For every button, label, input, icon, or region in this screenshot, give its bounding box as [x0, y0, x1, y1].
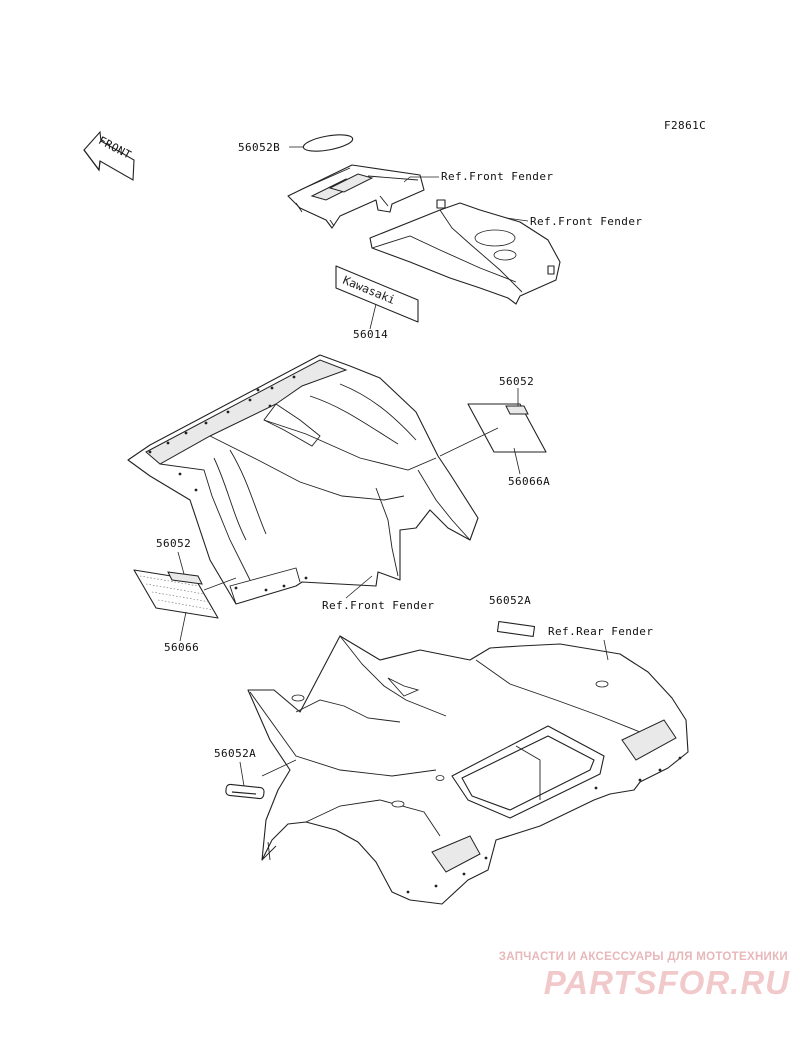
callout-ref-front-fender-1: Ref.Front Fender [441, 170, 553, 183]
decal-56066 [133, 569, 219, 619]
callout-ref-rear-fender: Ref.Rear Fender [548, 625, 653, 638]
callouts: 56052B Ref.Front Fender Ref.Front Fender… [156, 141, 653, 787]
callout-56066A: 56066A [508, 475, 550, 488]
front-fender-main [127, 354, 479, 605]
decal-56052-left [167, 571, 203, 585]
callout-ref-front-fender-3: Ref.Front Fender [322, 599, 434, 612]
callout-56014: 56014 [353, 328, 388, 341]
callout-56052A-left: 56052A [214, 747, 256, 760]
watermark-tagline: ЗАПЧАСТИ И АКСЕССУАРЫ ДЛЯ МОТОТЕХНИКИ [498, 951, 788, 963]
front-fender-top-panel [287, 134, 425, 229]
callout-56052-right: 56052 [499, 375, 534, 388]
decal-56066A [467, 403, 547, 453]
decal-56052A-left [225, 783, 265, 800]
callout-56066: 56066 [164, 641, 199, 654]
kawasaki-decal-56014: Kawasaki [335, 265, 419, 323]
callout-56052B: 56052B [238, 141, 280, 154]
rear-fender-main [225, 620, 689, 905]
callout-ref-front-fender-2: Ref.Front Fender [530, 215, 642, 228]
decal-56052-right [505, 405, 529, 415]
watermark-brand: PARTSFOR.RU [543, 964, 790, 1001]
callout-56052A-top: 56052A [489, 594, 531, 607]
decal-56052B [302, 134, 354, 152]
front-direction-arrow-icon: FRONT [83, 130, 135, 181]
callout-56052-left: 56052 [156, 537, 191, 550]
figure-code: F2861C [664, 119, 706, 132]
front-fender-center-panel [369, 199, 561, 305]
decal-56052A-top [496, 620, 536, 638]
